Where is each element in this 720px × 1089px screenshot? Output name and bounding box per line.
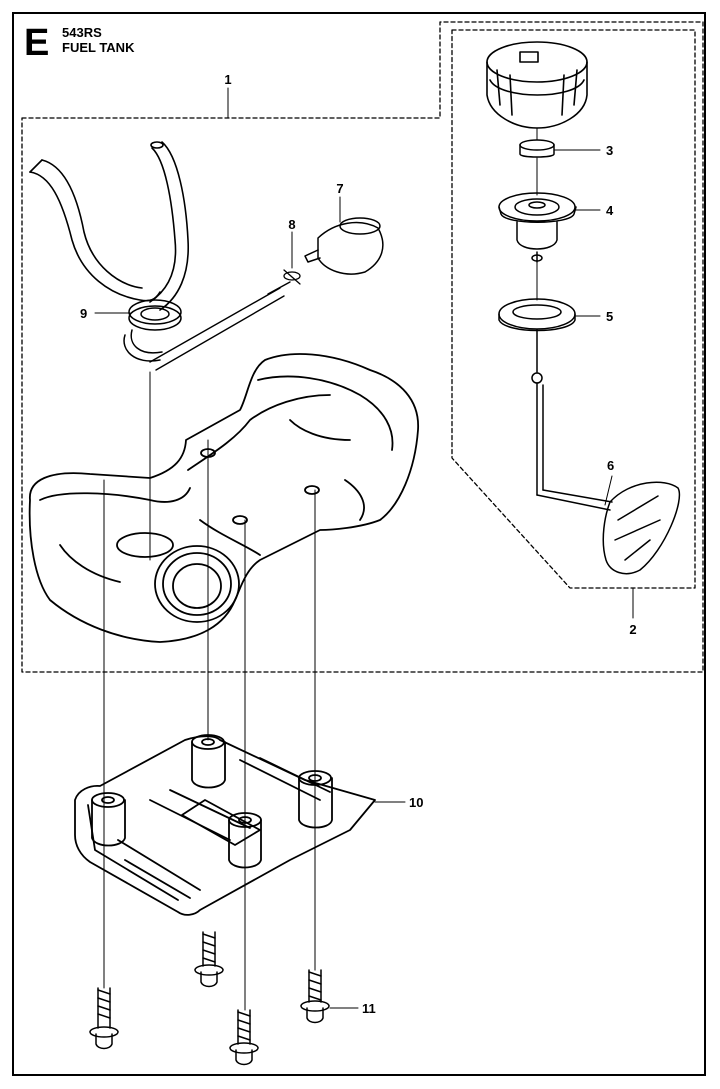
- fuel-filter-7: [304, 217, 384, 275]
- retainer-strap-6: [531, 329, 681, 575]
- fuel-hose: [29, 141, 189, 311]
- callout-9: 9: [80, 306, 87, 321]
- model-number: 543RS: [62, 25, 102, 40]
- section-letter: E: [24, 22, 50, 64]
- callout-leaders: [94, 149, 613, 1009]
- callout-10: 10: [409, 795, 423, 810]
- callout-2: 2: [629, 622, 636, 637]
- page-title: FUEL TANK: [62, 40, 135, 55]
- fuel-tank: [28, 353, 419, 643]
- callout-8: 8: [288, 217, 295, 232]
- callout-4: 4: [606, 203, 614, 218]
- washer-5: [498, 298, 576, 332]
- callout-11: 11: [362, 1001, 376, 1016]
- callout-3: 3: [606, 143, 613, 158]
- cap-seal-3: [519, 139, 555, 158]
- assembly-boundary-1: [21, 21, 704, 673]
- screw-11: [300, 969, 330, 1024]
- tank-cap: [486, 41, 588, 129]
- screw-11: [229, 1009, 259, 1066]
- callout-1: 1: [224, 72, 231, 87]
- tank-protection-plate-10: [74, 734, 376, 916]
- callout-5: 5: [606, 309, 613, 324]
- hose-clamp-8: [283, 269, 301, 285]
- callout-7: 7: [336, 181, 343, 196]
- cap-valve-4: [498, 192, 577, 263]
- grommet-9: [123, 299, 182, 362]
- screw-11: [194, 931, 224, 988]
- page-frame: [12, 12, 706, 1076]
- fuel-suction-hose: [149, 281, 291, 371]
- callout-6: 6: [607, 458, 614, 473]
- screw-11: [89, 987, 119, 1050]
- assembly-lines: [103, 127, 538, 1011]
